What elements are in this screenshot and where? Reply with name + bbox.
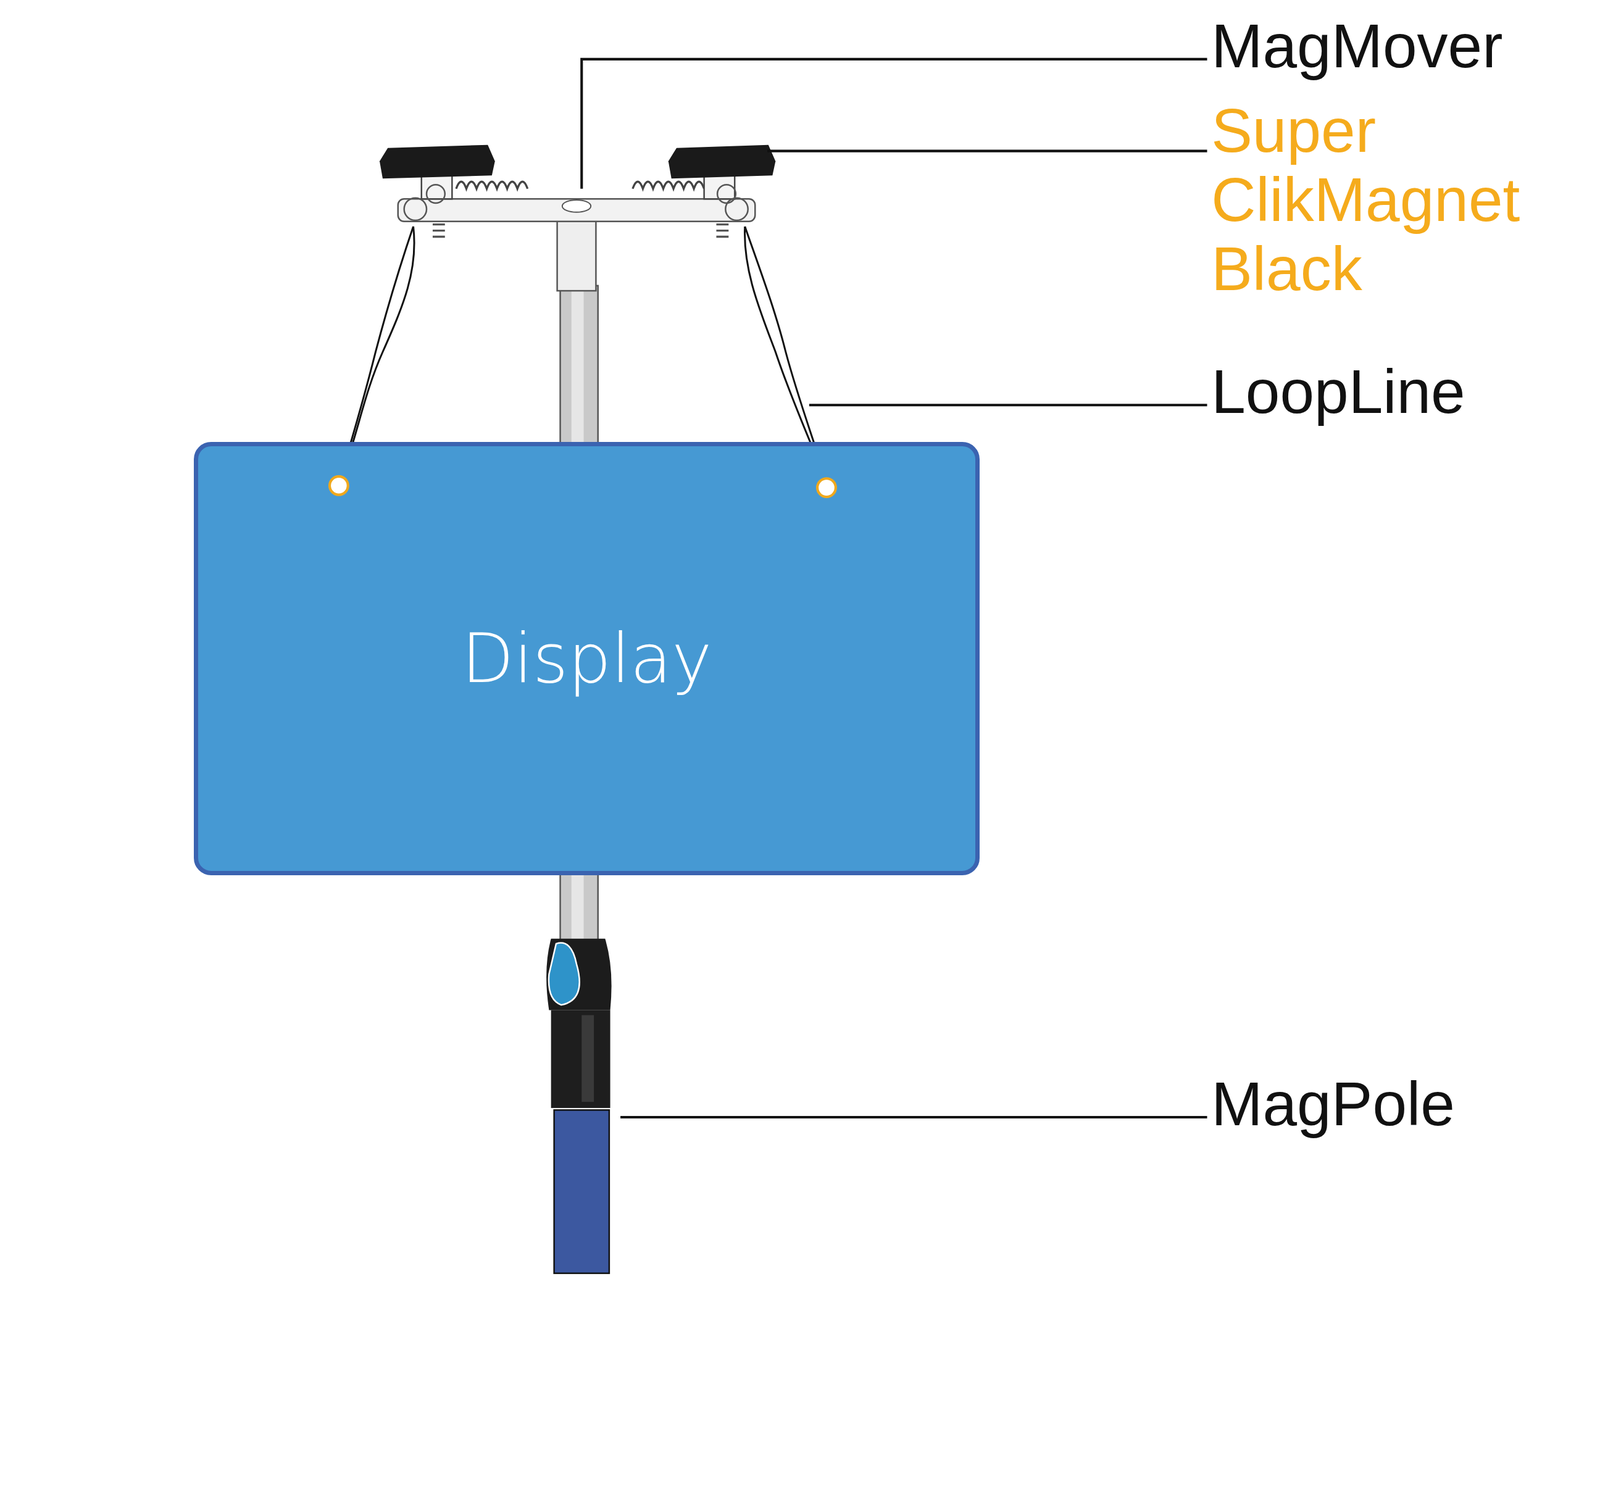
leader-line	[581, 59, 1207, 189]
spring	[632, 181, 705, 189]
leader-line	[809, 403, 1208, 407]
screw	[432, 224, 446, 238]
ring	[404, 198, 427, 221]
grip-button	[548, 943, 580, 1006]
part-label: Super ClikMagnet Black	[1211, 95, 1594, 304]
ring	[725, 198, 748, 221]
mover-bar	[398, 198, 756, 221]
part-label: LoopLine	[1211, 356, 1596, 426]
display-panel: Display	[193, 441, 980, 876]
pole-collar	[551, 1009, 611, 1109]
mover-cap	[557, 219, 597, 291]
pole-lower	[554, 1109, 610, 1273]
ring	[426, 184, 446, 204]
leader-line	[767, 150, 1207, 153]
mover-hole	[562, 200, 591, 213]
part-label: MagMover	[1211, 11, 1596, 81]
panel-text: Display	[461, 619, 712, 699]
screw	[716, 224, 729, 238]
pole-grip	[546, 938, 612, 1011]
ring	[717, 184, 736, 204]
collar-shine	[581, 1015, 594, 1102]
spring	[456, 181, 528, 189]
clik-magnet	[379, 145, 496, 180]
clik-magnet	[668, 145, 776, 180]
part-label: MagPole	[1211, 1069, 1596, 1139]
leader-line	[620, 1116, 1207, 1119]
